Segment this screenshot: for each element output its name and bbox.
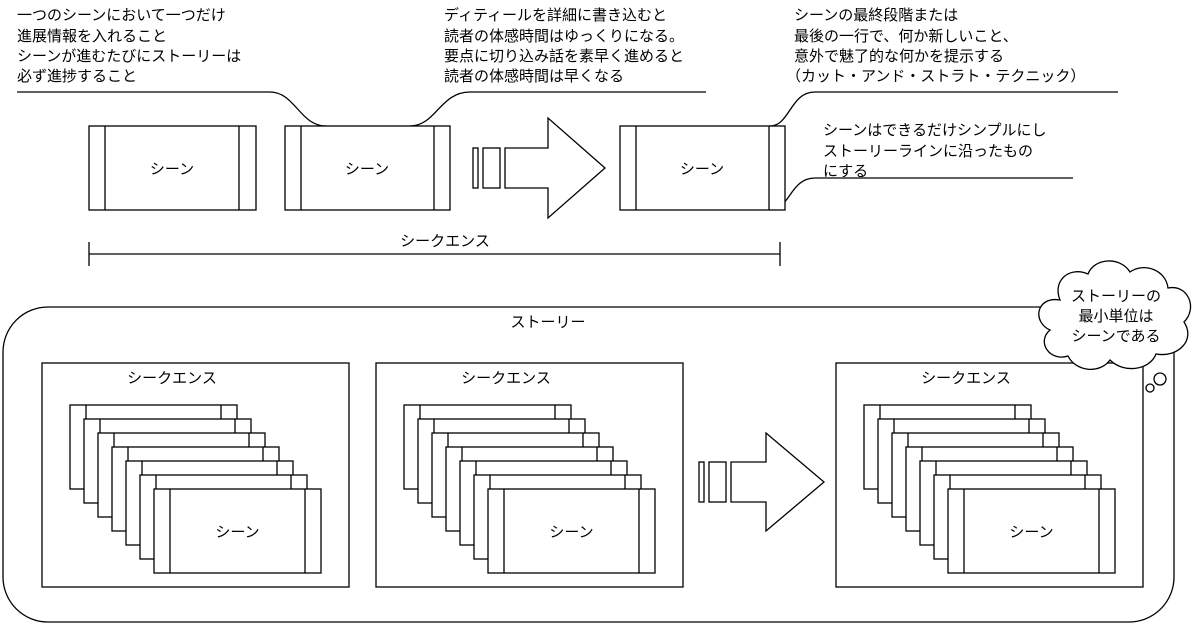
sequence-box: シークエンス シーン [41,362,350,588]
note-simple-scene: シーンはできるだけシンプルにし ストーリーラインに沿ったもの にする [823,121,1047,180]
note-line: シーンはできるだけシンプルにし [823,121,1047,139]
sequence-label: シークエンス [461,369,551,387]
note-line: 要点に切り込み話を素早く進めると [444,47,684,65]
note-line: （カット・アンド・ストラト・テクニック） [786,67,1085,85]
scene-stack: シーン [69,404,322,574]
scene-label: シーン [1009,523,1053,541]
scene-label: シーン [345,160,389,178]
note-line: 読者の体感時間は早くなる [444,67,624,85]
scene-label: シーン [215,523,259,541]
scene-label: シーン [680,160,724,178]
continuation-arrow [698,431,826,533]
stacked-scene-card: シーン [487,488,656,574]
note-line: 読者の体感時間はゆっくりになる。 [444,27,684,45]
note-scene-ending: シーンの最終段階または 最後の一行で、何か新しいこと、 意外で魅了的な何かを提示… [786,6,1085,85]
note-line: ディティールを詳細に書き込むと [444,6,667,24]
scene-stack: シーン [403,404,656,574]
cloud-text-line: 最小単位は [1078,307,1153,325]
arrow-shape [730,431,826,533]
note-line: ストーリーラインに沿ったもの [823,142,1033,160]
stacked-scene-card: シーン [153,488,322,574]
note-connector-line [409,91,706,127]
note-detail-pacing: ディティールを詳細に書き込むと 読者の体感時間はゆっくりになる。 要点に切り込み… [444,6,684,85]
ellipsis-bar [708,461,727,503]
note-connector-line [17,91,327,127]
note-one-progress: 一つのシーンにおいて一つだけ 進展情報を入れること シーンが進むたびにストーリー… [17,6,241,85]
note-line: にする [823,162,868,180]
sequence-label: シークエンス [127,369,217,387]
note-line: 一つのシーンにおいて一つだけ [17,6,226,24]
cloud-text-line: シーンである [1071,327,1160,345]
ellipsis-bar [472,147,479,189]
cloud-shape [1038,260,1192,370]
ellipsis-bar [482,147,501,189]
scene-stack: シーン [863,404,1116,574]
sequence-span: シークエンス [88,232,781,266]
sequence-label: シークエンス [400,232,490,250]
thought-cloud: ストーリーの 最小単位は シーンである [1038,260,1192,393]
arrow-shape [504,116,606,220]
cloud-tail-bubble [1153,372,1167,386]
scene-card: シーン [88,125,257,211]
cloud-tail-bubble [1145,383,1155,393]
scene-label: シーン [549,523,593,541]
ellipsis-bar [698,461,705,503]
scene-card: シーン [284,125,451,211]
scene-label: シーン [150,160,194,178]
note-line: 意外で魅了的な何かを提示する [794,47,1004,65]
sequence-label: シークエンス [921,369,1011,387]
continuation-arrow [472,116,606,220]
cloud-text-line: ストーリーの [1071,287,1161,305]
note-line: 最後の一行で、何か新しいこと、 [794,27,1018,45]
note-line: シーンが進むたびにストーリーは [17,47,241,65]
story-title: ストーリー [510,313,585,331]
note-line: シーンの最終段階または [794,6,958,24]
scene-card: シーン [619,125,786,211]
note-connector-line [769,91,1118,127]
note-line: 進展情報を入れること [17,27,167,45]
note-line: 必ず進捗すること [17,67,137,85]
sequence-box: シークエンス シーン [375,362,684,588]
sequence-box: シークエンス シーン [835,362,1144,588]
stacked-scene-card: シーン [947,488,1116,574]
note-connector-line [769,177,1073,211]
